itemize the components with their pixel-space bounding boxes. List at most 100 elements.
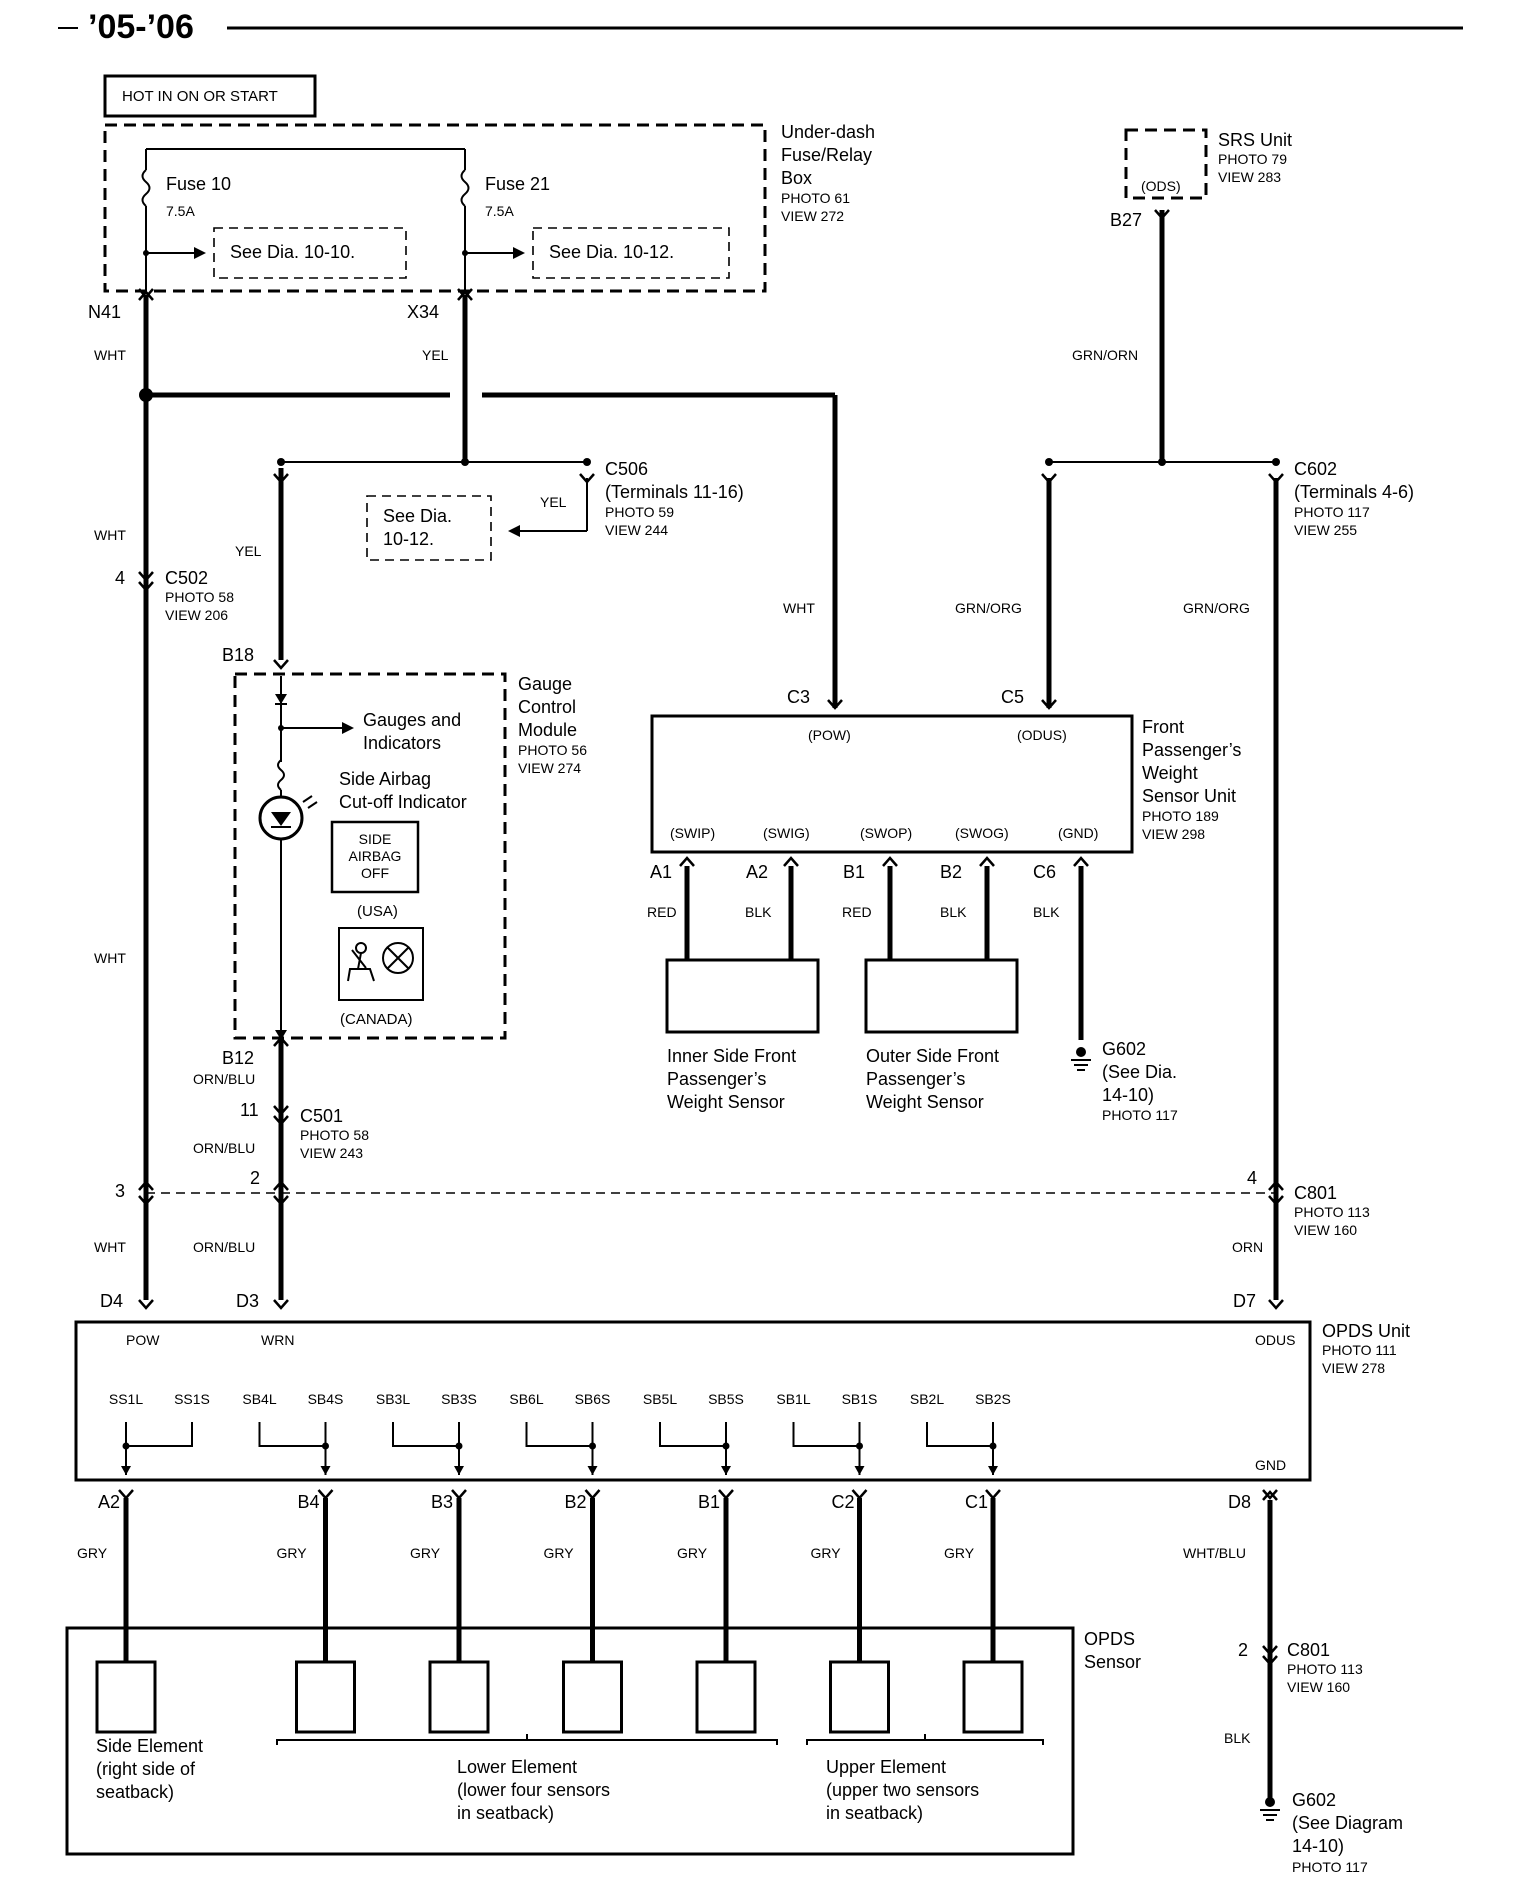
- switch-label-l: SB6L: [509, 1391, 543, 1407]
- opds-out-pin: A2: [98, 1492, 120, 1512]
- g602b-l3: 14-10): [1292, 1836, 1344, 1856]
- g602b-photo: PHOTO 117: [1292, 1859, 1368, 1875]
- arrow-right-icon: [194, 247, 206, 259]
- wire-wht: WHT: [94, 347, 126, 363]
- wire-gry: GRY: [677, 1545, 708, 1561]
- srs-name: SRS Unit: [1218, 130, 1292, 150]
- fusebox-name: Under-dash: [781, 122, 875, 142]
- opds-out-pin: C1: [965, 1492, 988, 1512]
- pin-chevron: [851, 1489, 868, 1500]
- wire-gry: GRY: [544, 1545, 575, 1561]
- sensor-element: [829, 1660, 890, 1734]
- resistor-icon: [277, 759, 285, 791]
- upper-element-l2: (upper two sensors: [826, 1780, 979, 1800]
- switch-link: [525, 1422, 594, 1447]
- wire-yel: YEL: [422, 347, 449, 363]
- wire-blk-3: BLK: [1033, 904, 1060, 920]
- fpws-b1: B1: [843, 862, 865, 882]
- c801-pin3: 3: [115, 1181, 125, 1201]
- wire-orn-blu: ORN/BLU: [193, 1071, 255, 1087]
- sensor-element: [962, 1660, 1024, 1734]
- fuse-10-see: See Dia. 10-10.: [230, 242, 355, 262]
- usa-badge-line2: AIRBAG: [349, 848, 402, 864]
- switch-label-s: SB4S: [308, 1391, 344, 1407]
- switch-link: [926, 1422, 994, 1447]
- switch-link: [659, 1422, 727, 1447]
- weight-sensor-unit: C3 C5 (POW) (ODUS) (SWIP) (SWIG) (SWOP) …: [647, 687, 1241, 920]
- fpws-swog: (SWOG): [955, 825, 1009, 841]
- fpws-pow: (POW): [808, 727, 851, 743]
- fuse-box: Fuse 10 7.5A See Dia. 10-10. Fuse 21 7.5…: [103, 122, 875, 293]
- gauge-pin-b12: B12: [222, 1048, 254, 1068]
- c502-view: VIEW 206: [165, 607, 228, 623]
- opds-sensor: OPDS Sensor Side Element (right side of …: [65, 1626, 1141, 1856]
- c501-photo: PHOTO 58: [300, 1127, 369, 1143]
- g602a-photo: PHOTO 117: [1102, 1107, 1178, 1123]
- c602-view: VIEW 255: [1294, 522, 1357, 538]
- c506-see2: 10-12.: [383, 529, 434, 549]
- c502-pin: 4: [115, 568, 125, 588]
- gauges-label1: Gauges and: [363, 710, 461, 730]
- seat-airbag-off-icon: [347, 942, 414, 982]
- c801b-name: C801: [1287, 1640, 1330, 1660]
- fuse-21-amp: 7.5A: [485, 203, 514, 219]
- fuse-10-amp: 7.5A: [166, 203, 195, 219]
- weight-sensor-box: [650, 714, 1134, 854]
- upper-element-l3: in seatback): [826, 1803, 923, 1823]
- lower-element-l3: in seatback): [457, 1803, 554, 1823]
- arrow-down-icon: [721, 1466, 731, 1475]
- switch-label-l: SB1L: [776, 1391, 810, 1407]
- arrow-left-icon: [508, 525, 520, 537]
- fpws-swop: (SWOP): [860, 825, 912, 841]
- wire-gry: GRY: [410, 1545, 441, 1561]
- ground-g602-b: G602 (See Diagram 14-10) PHOTO 117: [1260, 1790, 1403, 1875]
- srs-pin: B27: [1110, 210, 1142, 230]
- wires: [143, 210, 1279, 1800]
- fpws-swip: (SWIP): [670, 825, 715, 841]
- upper-element-l1: Upper Element: [826, 1757, 946, 1777]
- inner-sensor-box: [665, 958, 820, 1034]
- arrow-right-icon: [513, 247, 525, 259]
- g602a-l3: 14-10): [1102, 1085, 1154, 1105]
- wire-blk: BLK: [745, 904, 772, 920]
- wire-blk-2: BLK: [940, 904, 967, 920]
- diode-icon: [275, 694, 287, 704]
- hot-label-box: [103, 74, 317, 118]
- gauge-control-module: B18 B12 Gauge Control Module PHOTO 56 VI…: [222, 645, 587, 1068]
- c501-view: VIEW 243: [300, 1145, 363, 1161]
- c506-name: C506: [605, 459, 648, 479]
- wire-orn-blu-2: ORN/BLU: [193, 1140, 255, 1156]
- c506-see1: See Dia.: [383, 506, 452, 526]
- upper-element-bracket: [806, 1734, 1044, 1745]
- switch-label-s: SB1S: [842, 1391, 878, 1407]
- wire-yel-2: YEL: [235, 543, 262, 559]
- fpws-photo: PHOTO 189: [1142, 808, 1219, 824]
- pin-chevron: [985, 1489, 1001, 1500]
- fuse-21-icon: [460, 169, 470, 207]
- c801-name: C801: [1294, 1183, 1337, 1203]
- wire-grn-org: GRN/ORG: [955, 600, 1022, 616]
- wire-gry: GRY: [944, 1545, 975, 1561]
- opds-sensor-name1: OPDS: [1084, 1629, 1135, 1649]
- fpws-c3: C3: [787, 687, 810, 707]
- pin-chevron: [718, 1489, 734, 1500]
- fpws-name4: Sensor Unit: [1142, 786, 1236, 806]
- arrow-down-icon: [121, 1466, 131, 1475]
- canada-label: (CANADA): [340, 1011, 413, 1028]
- switch-label-l: SB5L: [643, 1391, 677, 1407]
- wire-orn-blu-3: ORN/BLU: [193, 1239, 255, 1255]
- opds-pin-d7: D7: [1233, 1291, 1256, 1311]
- opds-out-pin: B2: [565, 1492, 587, 1512]
- hot-label: HOT IN ON OR START: [122, 88, 278, 105]
- switch-link: [125, 1422, 193, 1447]
- pin-chevron: [451, 1489, 467, 1500]
- c501-name: C501: [300, 1106, 343, 1126]
